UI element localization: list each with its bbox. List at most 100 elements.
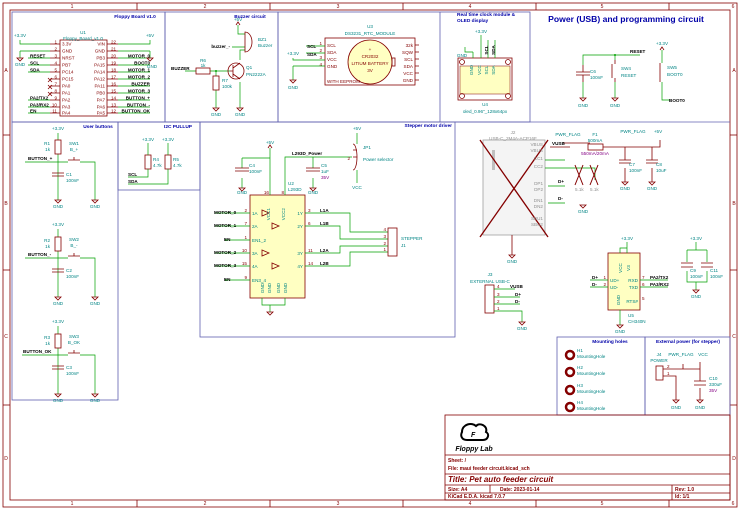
buzzer-bz-ref-label: BZ1	[258, 37, 267, 42]
section-boxes	[11, 11, 731, 501]
stepper-pwr-label: +5V	[353, 126, 362, 131]
oled-ref-label: U4	[482, 102, 488, 107]
usb-j2-pins-6-label: DN1	[534, 198, 544, 203]
oled-nets-0-label: SCL	[484, 45, 489, 54]
usb-pwr-flag-label: PWR_FLAG	[555, 132, 581, 137]
mounting-holes-1-ref-label: H2	[577, 365, 583, 370]
floppy-value-label: Floppy_Board_v1.0	[63, 36, 103, 41]
buttons-items-2-pwr-label: +3.3V	[52, 319, 65, 324]
floppy-left-pins-4-net-label: SDA	[30, 68, 40, 73]
floppy-right-pins-10-num-label: 12	[111, 109, 117, 114]
ch340-right-pins-2-num-label: 5	[642, 296, 645, 301]
floppy-right-pins-6-name-label: PA11	[94, 84, 105, 89]
sheet-col-markers-1-label: 2	[204, 501, 207, 507]
user-buttons-section	[11, 121, 119, 401]
ch340-left-pins-1-num-label: 2	[603, 282, 606, 287]
floppy-right-pins-3-net-label: BOOT0	[134, 61, 150, 66]
ext-power-c-volt-label: 35V	[709, 388, 718, 393]
sheet-row-markers-3-label: D	[4, 456, 8, 462]
floppy-right-pins-2-num-label: 20	[111, 54, 117, 59]
oled-pwr-label: +3.3V	[475, 29, 488, 34]
ch340-pwr-label: +3.3V	[690, 236, 703, 241]
power-pwr-label: +3.3V	[656, 41, 669, 46]
usb-j2-ref-label: J2	[511, 130, 516, 135]
usb-j2-pins-7-label: DN2	[534, 204, 544, 209]
floppy-right-pins-2-name-label: PB3	[96, 56, 105, 61]
buzzer-q-value-label: PN2222A	[246, 72, 267, 77]
rtc-left-pins-3-name-label: GND	[327, 64, 338, 69]
stepper-outputs-1-net-label: L1B	[320, 221, 329, 226]
buzzer-r7-ref-label: R7	[222, 78, 228, 83]
sheet-col-markers-1-label: 2	[204, 4, 207, 10]
stepper-inputs-3-net-label: MOTOR_2	[214, 250, 237, 255]
usb-c7-ref-label: C7	[629, 162, 635, 167]
oled-title-2-label: OLED display	[457, 18, 489, 24]
sheet-row-markers-1-label: B	[732, 201, 736, 207]
buttons-items-2-c-ref-label: C3	[66, 365, 72, 370]
floppy-left-pins-1-num-label: 2	[54, 47, 57, 52]
floppy-left-pins-10-name-label: PA4	[62, 111, 71, 116]
external-usb-j3	[484, 284, 526, 326]
rtc-nets-1-label: SDA	[307, 52, 317, 57]
floppy-board-u1	[16, 39, 154, 117]
usb-j2-pins-4-label: DP1	[534, 181, 543, 186]
rtc-right-pins-0-label: 32k	[406, 43, 414, 48]
i2c-pwr-label: +3.3V	[142, 137, 155, 142]
stepper-c5-ref-label: C5	[321, 163, 327, 168]
floppy-right-pins-2-net-label: MOTOR_0	[128, 54, 151, 59]
ch340-right-pins-2-name-label: RTS#	[626, 299, 638, 304]
mounting-holes-2-ref-label: H3	[577, 383, 583, 388]
ch340-right-pins-0-net-label: PA2/TX2	[650, 275, 669, 280]
stepper-top-pins-0-name-label: VCC1	[266, 208, 271, 221]
ext-power-c-ref-label: C10	[709, 376, 718, 381]
ext-usb-pins-1-label: 3	[497, 292, 500, 297]
ch340-left-pins-0-num-label: 1	[603, 275, 606, 280]
usb-f-ref-label: F1	[592, 132, 598, 137]
ch340-right-pins-0-num-label: 7	[642, 275, 645, 280]
buzzer-q-ref-label: Q1	[246, 65, 253, 70]
power-sw5-ref-label: SW5	[667, 65, 677, 70]
ext-usb-nets-1-label: D+	[515, 292, 521, 297]
ch340-right-pins-1-net-label: PA3/RX2	[650, 282, 669, 287]
rtc-left-pins-2-name-label: VCC	[327, 57, 337, 62]
floppy-right-pins-6-num-label: 16	[111, 82, 117, 87]
ch340-c9-val-label: 100nF	[690, 274, 703, 279]
buttons-title-label: User buttons	[83, 124, 113, 130]
sheet-col-markers-4-label: 5	[601, 4, 604, 10]
floppy-right-pins-7-net-label: MOTOR_3	[128, 89, 151, 94]
power-title-label: Power (USB) and programming circuit	[548, 14, 704, 24]
floppy-right-pins-5-net-label: MOTOR_2	[128, 75, 151, 80]
buttons-items-0-pwr-label: +3.3V	[52, 126, 65, 131]
sheet-row-markers-2-label: C	[732, 334, 736, 340]
stepper-driver-circuit	[215, 133, 398, 316]
floppy-left-pins-4-num-label: 5	[54, 68, 57, 73]
power-c6-ref-label: C6	[590, 69, 596, 74]
oled-pins-2-label: SCL	[484, 65, 489, 74]
usb-gnd-label: GND	[507, 259, 518, 264]
floppy-left-pins-5-name-label: PC15	[62, 77, 74, 82]
stepper-j1-ref-label: J1	[401, 243, 406, 248]
power-sw4-ref-label: SW4	[621, 66, 631, 71]
buttons-items-0-r-ref-label: R1	[44, 141, 50, 146]
floppy-right-pins-8-name-label: PA7	[97, 98, 106, 103]
stepper-outputs-2-name-label: 3Y	[297, 251, 303, 256]
stepper-bottom-pins-0-label: GND	[260, 282, 265, 293]
stepper-inputs-4-net-label: MOTOR_3	[214, 263, 237, 268]
stepper-inputs-5-net-label: EN	[224, 277, 231, 282]
oled-nets-1-label: SDA	[491, 44, 496, 54]
floppy-gnd-label: GND	[147, 64, 158, 69]
floppy-left-pins-4-name-label: PC14	[62, 70, 74, 75]
floppy-right-pins-10-net-label: BUTTON_OK	[122, 109, 151, 114]
stepper-top-pins-1-num-label: 8	[281, 190, 284, 195]
ch340-gnd-label: GND	[691, 294, 702, 299]
ext-power-vcc-label: VCC	[698, 352, 708, 357]
stepper-j1-pins-0-label: 4	[383, 227, 386, 232]
rtc-left-pins-1-name-label: SDA	[327, 50, 337, 55]
ext-power-j-ref-label: J4	[657, 352, 662, 357]
buttons-items-2-gnd-label: GND	[53, 398, 64, 403]
rtc-value-label: DS3231_RTC_MODULE	[345, 31, 396, 36]
floppy-pwr-right-label: +5V	[146, 33, 155, 38]
title-block-sheet-label: Sheet: /	[448, 458, 467, 464]
floppy-left-pins-2-num-label: 3	[54, 54, 57, 59]
floppy-left-pins-10-num-label: 11	[52, 109, 57, 114]
